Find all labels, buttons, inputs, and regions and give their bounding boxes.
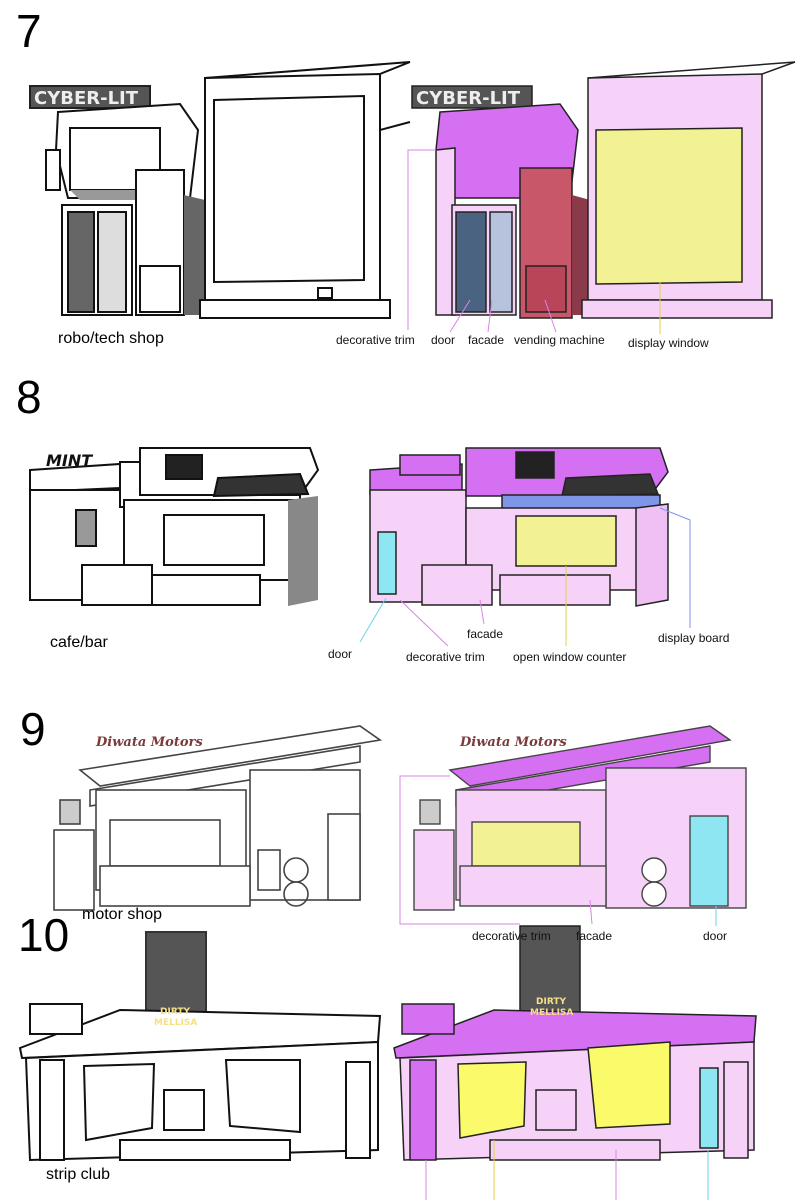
panel-7-lineart <box>29 61 411 319</box>
panel-10-colored <box>393 925 757 1161</box>
panel-7-number: 7 <box>16 5 42 57</box>
display-window-region <box>595 127 743 285</box>
panel-9-lineart <box>53 725 383 911</box>
door-region <box>377 531 397 595</box>
panel-7-sign-right: CYBER-LIT <box>416 88 521 109</box>
p7-label-display-window: display window <box>628 336 709 350</box>
panel-7-leaders <box>407 149 661 334</box>
door-region <box>455 211 487 313</box>
panel-10-sign-left-line2: MELLISA <box>154 1018 197 1028</box>
door-region <box>699 1067 719 1149</box>
display-board-region <box>501 494 661 510</box>
panel-9-caption: motor shop <box>82 906 163 923</box>
p8-label-door: door <box>328 647 353 661</box>
panel-10-lineart <box>18 931 382 1162</box>
panel-8-lineart <box>29 447 320 606</box>
window-region <box>457 1061 527 1139</box>
panel-8-number: 8 <box>16 371 42 423</box>
p8-label-display-board: display board <box>658 631 730 645</box>
panel-8-caption: cafe/bar <box>50 634 108 651</box>
open-window-counter-region <box>515 515 617 567</box>
door-region <box>689 815 729 907</box>
panel-10-sign-right-line2: MELLISA <box>530 1008 573 1018</box>
panel-9-sign-right: Diwata Motors <box>459 735 567 750</box>
p9-label-decorative-trim: decorative trim <box>472 929 551 943</box>
panel-8-sign-left: MINT <box>46 451 93 470</box>
panel-9-colored <box>413 725 747 911</box>
panel-10-caption: strip club <box>46 1166 111 1183</box>
panel-10-sign-left-line1: DIRTY <box>160 1007 190 1017</box>
p7-label-facade: facade <box>468 333 505 347</box>
p8-label-open-window-counter: open window counter <box>513 650 627 664</box>
panel-10-leaders <box>425 1140 709 1200</box>
panel-7-colored <box>411 61 796 319</box>
p9-label-facade: facade <box>576 929 613 943</box>
panel-10-sign-right-line1: DIRTY <box>536 997 566 1007</box>
trim-region <box>448 725 732 787</box>
panel-10-number: 10 <box>18 909 70 961</box>
panel-9-sign-left: Diwata Motors <box>95 735 203 750</box>
panel-7-sign-left: CYBER-LIT <box>34 88 139 109</box>
p9-label-door: door <box>703 929 728 943</box>
p7-label-vending-machine: vending machine <box>514 333 605 347</box>
p8-label-facade: facade <box>467 627 504 641</box>
panel-7-caption: robo/tech shop <box>58 330 164 347</box>
p7-label-decorative-trim: decorative trim <box>336 333 415 347</box>
panel-9-leaders <box>399 775 717 926</box>
panel-8-colored <box>369 447 669 607</box>
p7-label-door: door <box>431 333 456 347</box>
p8-label-decorative-trim: decorative trim <box>406 650 485 664</box>
panel-8-leaders <box>359 507 691 647</box>
panel-9-number: 9 <box>20 703 46 755</box>
trim-region <box>393 1009 757 1059</box>
